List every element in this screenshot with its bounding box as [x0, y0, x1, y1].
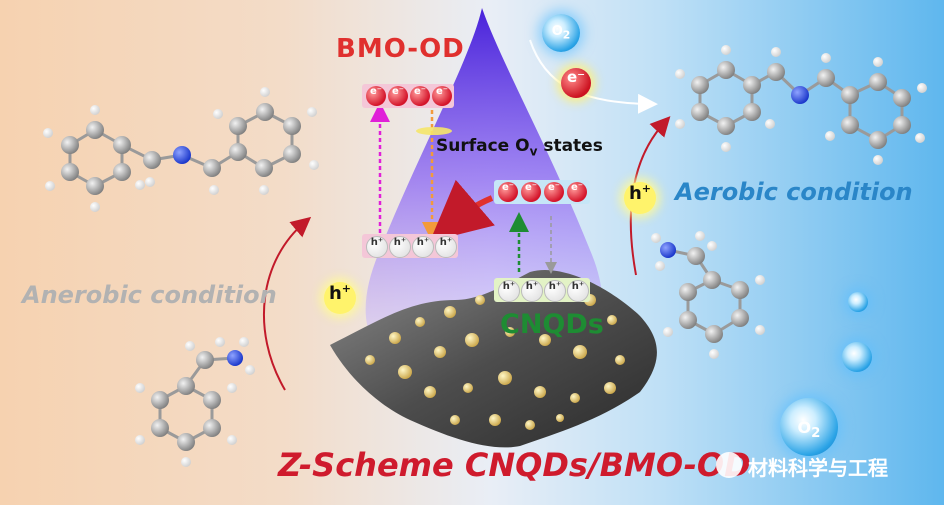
catalyst-surface: [330, 270, 657, 448]
oxygen-symbol: O: [797, 418, 812, 437]
benzylamine-molecule-left: [158, 356, 236, 444]
electron-charge: e⁻: [498, 182, 518, 202]
oxygen-subscript: 2: [562, 28, 571, 42]
hole-badge-left: h+: [324, 282, 356, 314]
aerobic-condition-label: Aerobic condition: [675, 178, 913, 206]
imine-molecule-right-atoms: [675, 45, 927, 165]
electron-charge: e⁻: [567, 182, 587, 202]
hole-charge: h⁺: [389, 236, 411, 258]
cnqd-valence-band: h⁺ h⁺ h⁺ h⁺: [494, 278, 590, 302]
benzylamine-molecule-left-atoms: [135, 337, 255, 467]
electron-charge: e⁻: [544, 182, 564, 202]
oxygen-path-arrow: [529, 39, 658, 114]
oxygen-bubble-label: O2: [542, 24, 580, 42]
hole-badge-sup: +: [341, 282, 352, 295]
surface-ov-label: Surface Ov states: [436, 136, 603, 158]
hole-charge: h⁺: [567, 280, 589, 302]
hole-badge-sup: +: [641, 182, 652, 195]
cnqd-conduction-band: e⁻ e⁻ e⁻ e⁻: [494, 180, 590, 204]
cnqds-label: CNQDs: [500, 309, 604, 340]
electron-charge: e⁻: [410, 86, 430, 106]
oxygen-bubble-icon: O2: [780, 398, 838, 456]
hole-badge-text: h: [628, 183, 642, 204]
watermark-text: 材料科学与工程: [748, 456, 888, 480]
imine-molecule-left-atoms: [43, 87, 319, 212]
surface-ov-text: Surface O: [436, 136, 530, 156]
oxygen-bubble-label: O2: [780, 418, 838, 441]
zscheme-transfer-arrow: [429, 179, 495, 242]
oxygen-bubble-icon: O2: [542, 14, 580, 52]
electron-charge: e⁻: [366, 86, 386, 106]
zscheme-title: Z-Scheme CNQDs/BMO-OD: [278, 446, 751, 484]
surface-ov-tail: states: [537, 136, 603, 156]
anaerobic-condition-label: Anerobic condition: [22, 281, 277, 309]
electron-charge: e⁻: [521, 182, 541, 202]
hole-badge-text: h: [328, 283, 342, 304]
hole-charge: h⁺: [366, 236, 388, 258]
benzylamine-molecule-right: [667, 248, 742, 336]
hole-charge: h⁺: [498, 280, 520, 302]
electron-charge: e⁻: [432, 86, 452, 106]
anaerobic-reaction-arrow: [262, 216, 312, 391]
oxygen-subscript: 2: [811, 426, 821, 442]
oxygen-bubble-icon: [842, 342, 872, 372]
surface-ov-subscript: v: [529, 144, 538, 159]
bmo-conduction-band: e⁻ e⁻ e⁻ e⁻: [362, 84, 454, 108]
hole-charge: h⁺: [544, 280, 566, 302]
electron-transfer-icon: e⁻: [561, 68, 591, 98]
benzylamine-molecule-right-atoms: [651, 231, 765, 359]
bmo-valence-band: h⁺ h⁺ h⁺ h⁺: [362, 234, 458, 258]
hole-charge: h⁺: [521, 280, 543, 302]
hole-badge-right: h+: [624, 182, 656, 214]
hole-charge: h⁺: [412, 236, 434, 258]
bmo-od-label: BMO-OD: [336, 34, 465, 64]
ov-state-mark: [416, 127, 452, 135]
wechat-icon: [716, 452, 742, 478]
oxygen-symbol: O: [551, 24, 563, 39]
hole-charge: h⁺: [435, 236, 457, 258]
oxygen-bubble-icon: [848, 292, 868, 312]
electron-charge: e⁻: [388, 86, 408, 106]
